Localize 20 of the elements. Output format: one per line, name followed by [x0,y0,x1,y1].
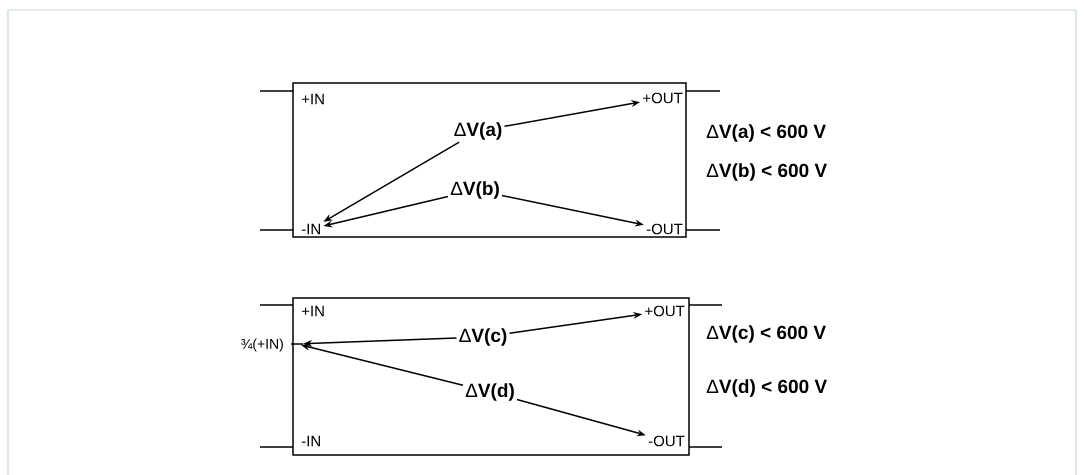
pin-label: +IN [301,305,324,317]
voltage-label: ΔV(c) [459,328,507,346]
pin-label: +OUT [645,305,685,317]
pin-label: ¾(+IN) [241,338,283,352]
limit-note: ΔV(c) < 600 V [706,325,826,343]
pin-label: +IN [301,93,324,105]
pin-label: -OUT [646,223,683,235]
voltage-label: ΔV(a) [454,122,502,140]
limit-note: ΔV(a) < 600 V [706,124,826,142]
module-box [292,82,687,238]
voltage-label: ΔV(b) [450,181,499,199]
pin-label: -IN [301,223,320,235]
pin-label: +OUT [643,92,683,104]
pin-tick [291,343,303,345]
pin-label: -IN [301,435,320,447]
module-box [292,297,690,456]
limit-note: ΔV(b) < 600 V [706,163,827,181]
pin-label: -OUT [648,435,685,447]
limit-note: ΔV(d) < 600 V [706,379,827,397]
voltage-label: ΔV(d) [465,383,514,401]
